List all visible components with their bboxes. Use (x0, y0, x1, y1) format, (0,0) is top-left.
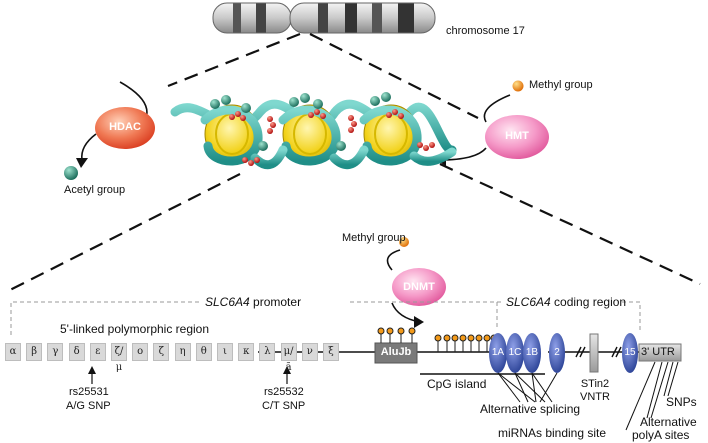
stin2-vntr (589, 333, 599, 373)
mirna-site-label: miRNAs binding site (498, 426, 607, 440)
zoom-line-lower-right (439, 163, 701, 285)
exon-label-15: 15 (624, 347, 636, 358)
polya-label: polyA sites (632, 428, 690, 442)
promoter-element-2: β (26, 343, 43, 361)
exon-2 (549, 333, 565, 373)
acetyl-group-label: Acetyl group (64, 184, 126, 196)
nucleosome-array (170, 92, 457, 170)
ct-snp-label: C/T SNP (262, 400, 306, 412)
alujb-methylation-sites (377, 327, 416, 343)
alt-splicing-label: Alternative splicing (480, 402, 581, 416)
promoter-element-16: ξ (323, 343, 339, 361)
alternative-label: Alternative (640, 415, 697, 429)
dnmt-arrowhead (414, 316, 424, 328)
zoom-line-right (309, 33, 479, 119)
promoter-word: promoter (253, 295, 302, 309)
hdac-arrow-out (80, 133, 97, 161)
methyl-group-label-mid: Methyl group (342, 232, 406, 244)
exon-label-1c: 1C (508, 347, 522, 358)
dnmt-label: DNMT (403, 281, 435, 293)
cpg-methylation-sites (434, 334, 498, 352)
promoter-element-14: μ/ã (280, 343, 297, 373)
promoter-element-12: κ (238, 343, 255, 361)
break-marks (575, 346, 622, 358)
region-brackets (10, 301, 641, 335)
alujb-element (374, 342, 418, 364)
promoter-element-5: ε (89, 343, 106, 361)
promoter-element-7: o (132, 343, 149, 361)
promoter-element-13: λ (259, 343, 276, 361)
chromosome-label: chromosome 17 (446, 25, 525, 37)
hmt-arrow-in (483, 94, 511, 123)
snp-arrow-rs25531 (88, 366, 96, 384)
utr-3prime (638, 343, 682, 362)
alujb-label: AluJb (380, 346, 412, 358)
coding-word: coding region (554, 295, 627, 309)
exon-group (489, 333, 638, 373)
promoter-element-1: α (5, 343, 21, 361)
dnmt-arrow-in (386, 249, 401, 271)
methyl-group-icon (512, 80, 524, 92)
cpg-island-label: CpG island (427, 377, 487, 391)
coding-gene-name: SLC6A4 (506, 295, 551, 309)
promoter-element-11: ι (217, 343, 233, 361)
utr-label: 3' UTR (641, 346, 675, 358)
promoter-element-4: δ (68, 343, 85, 361)
hdac-label: HDAC (109, 121, 141, 133)
zoom-line-left (167, 32, 301, 88)
promoter-element-10: θ (195, 343, 212, 361)
splicing-lines (497, 372, 558, 403)
methyl-group-icon-2 (399, 237, 409, 247)
hmt-enzyme (485, 115, 549, 159)
rs25531-label: rs25531 (69, 386, 109, 398)
promoter-element-6: ζ/μ (111, 343, 127, 373)
polymorphic-region-label: 5'-linked polymorphic region (60, 322, 210, 336)
exon-label-2: 2 (554, 347, 560, 358)
exon-15 (622, 333, 638, 373)
exon-label-1a: 1A (491, 347, 505, 358)
coding-region-label: SLC6A4 coding region (506, 295, 627, 310)
promoter-region-label: SLC6A4 promoter (205, 295, 302, 310)
methyl-group-label-top: Methyl group (529, 79, 593, 91)
hmt-label: HMT (505, 130, 529, 142)
chromosome-17 (212, 2, 436, 34)
promoter-element-3: γ (47, 343, 64, 361)
promoter-element-15: ν (301, 343, 318, 361)
rs25532-label: rs25532 (264, 386, 304, 398)
promoter-gene-name: SLC6A4 (205, 295, 250, 309)
hdac-arrowhead (76, 158, 88, 168)
hdac-enzyme (95, 107, 155, 149)
exon-1c (506, 333, 524, 373)
promoter-element-9: η (174, 343, 191, 361)
exon-1a (489, 333, 507, 373)
snps-label: SNPs (666, 395, 697, 409)
dnmt-enzyme (392, 268, 446, 306)
promoter-element-8: ζ (153, 343, 170, 361)
exon-1b (523, 333, 541, 373)
acetyl-group-icon (64, 166, 78, 180)
utr-leader-lines (625, 361, 679, 431)
ag-snp-label: A/G SNP (66, 400, 111, 412)
exon-label-1b: 1B (525, 347, 539, 358)
snp-arrow-rs25532 (283, 366, 291, 384)
stin2-label: STin2 (580, 378, 610, 390)
vntr-label: VNTR (580, 391, 610, 403)
